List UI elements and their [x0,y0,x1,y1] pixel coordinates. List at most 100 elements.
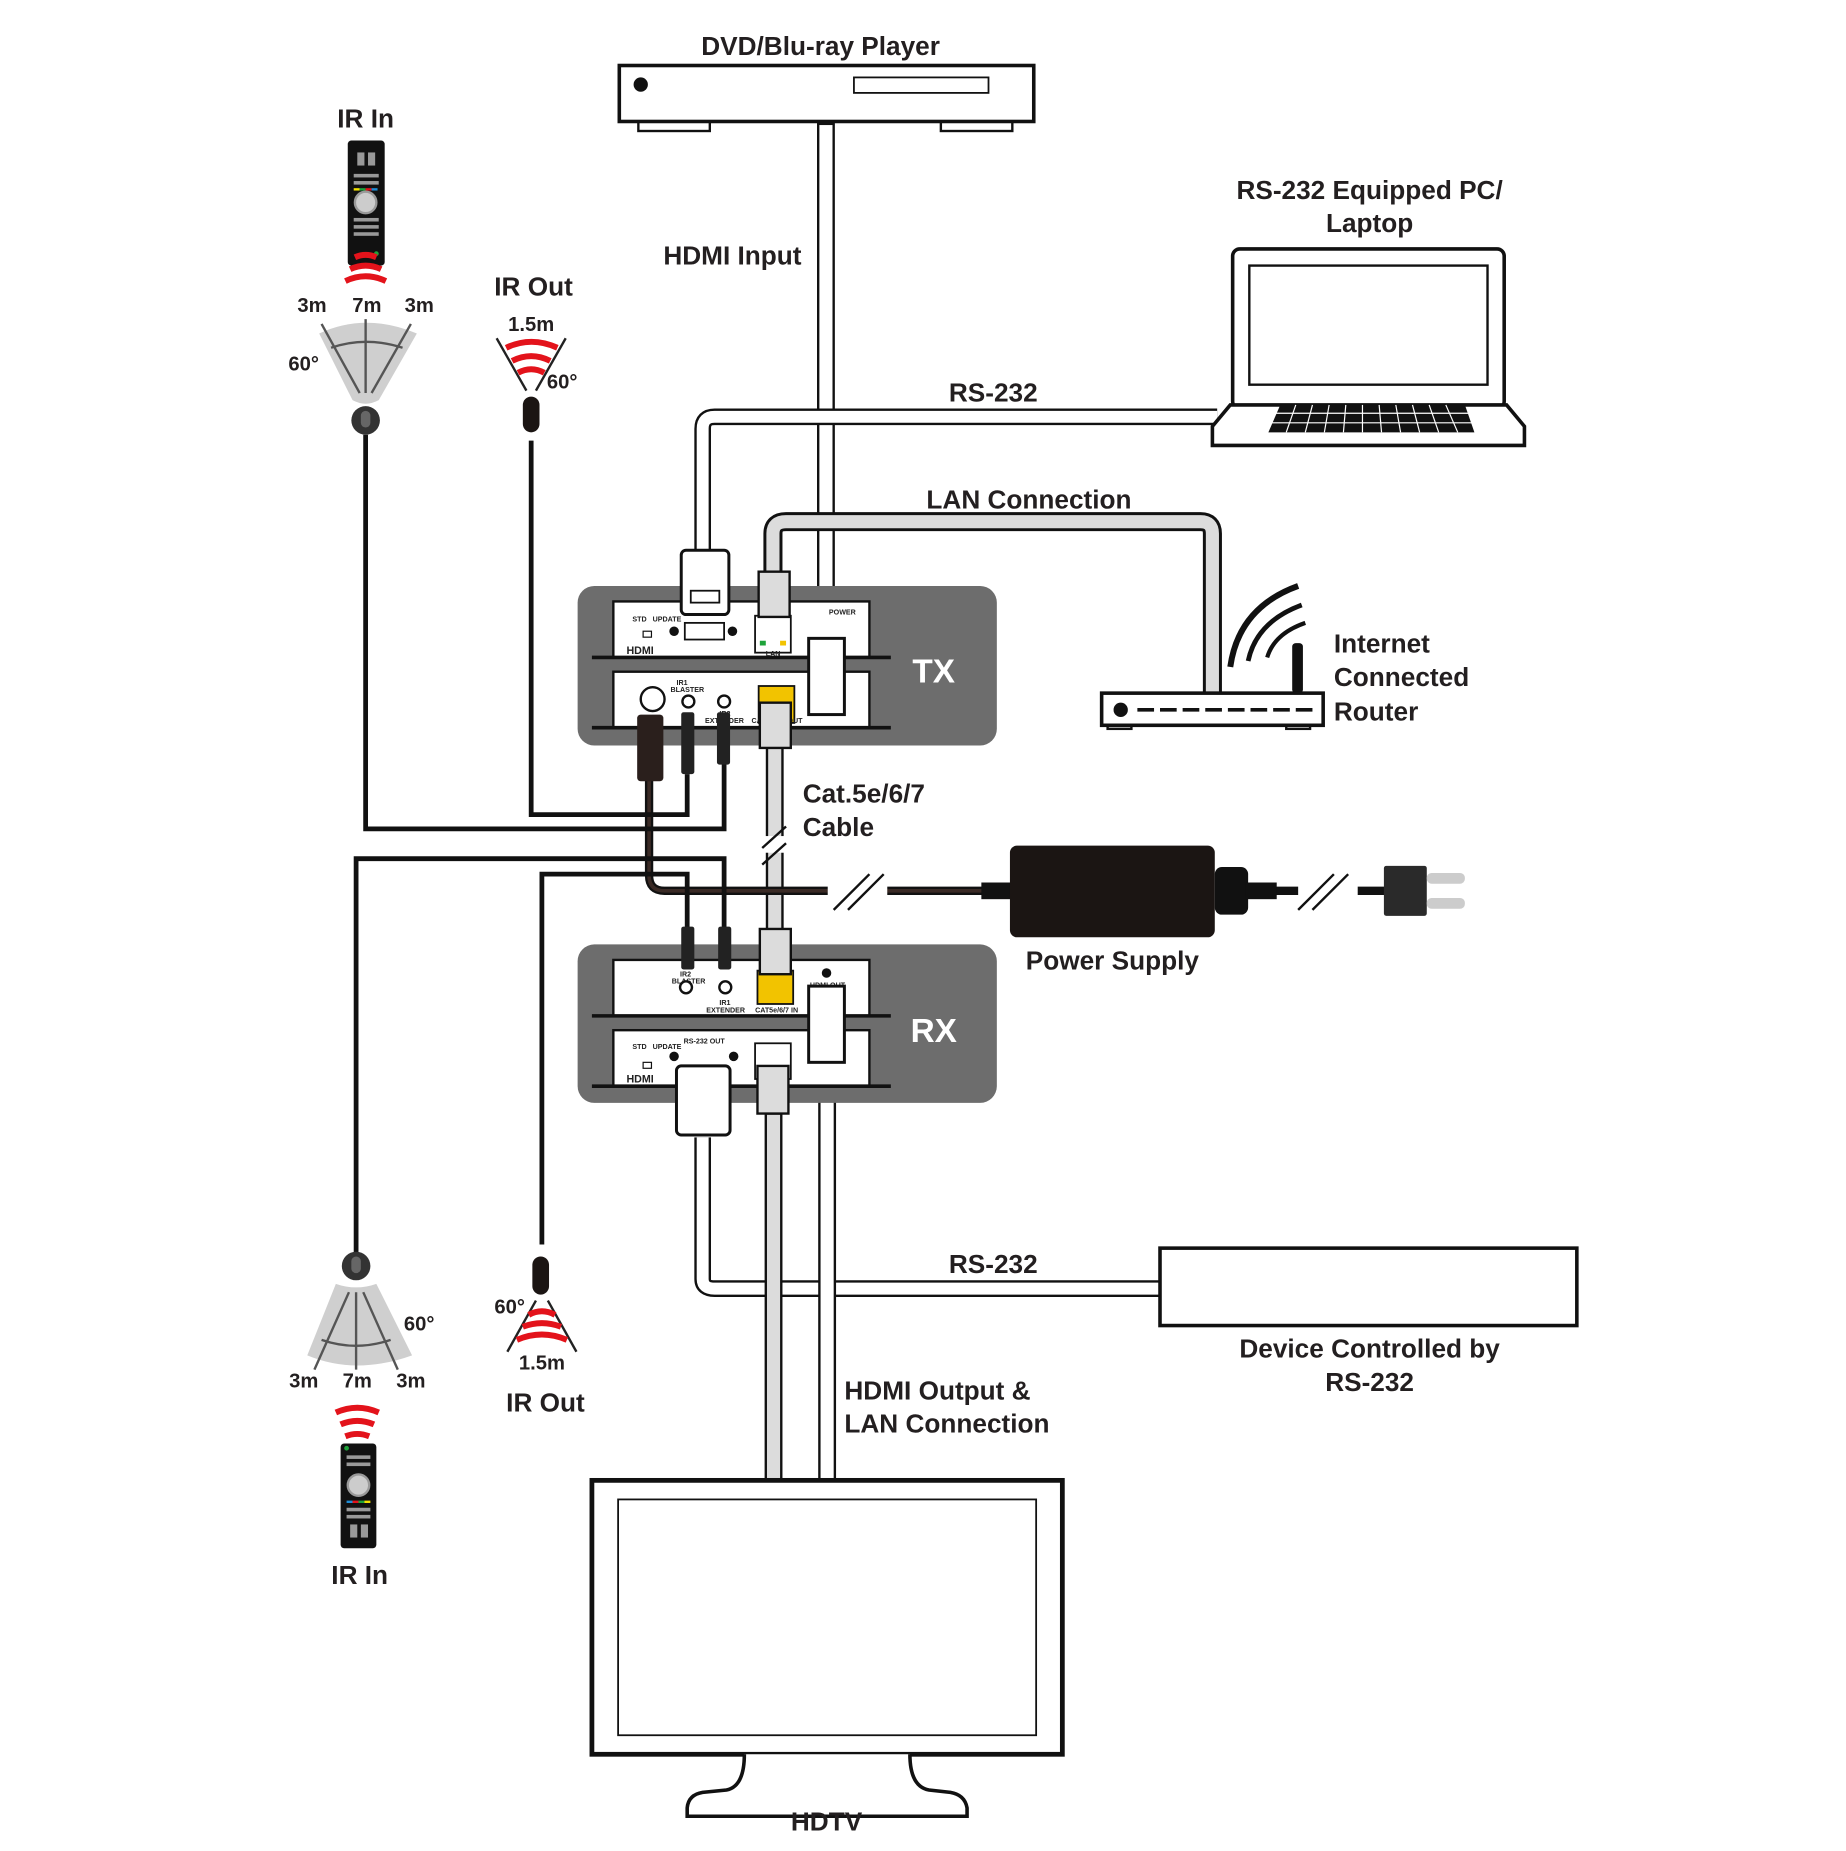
power-plug-icon [637,714,664,782]
tx-connectors [637,548,846,782]
rx-connectors [674,926,846,1137]
ir-range-left: 3m [297,295,326,317]
blaster-label: BLASTER [671,686,705,694]
ir-range-center: 7m [352,295,381,317]
ir-out-angle: 60° [547,371,578,393]
hdmi-output-cables [764,1070,837,1482]
ir-range-left: 3m [289,1370,318,1392]
ir-in-label-top: IR In [337,103,394,133]
ir-out-angle: 60° [494,1297,525,1319]
cat-in-port[interactable] [756,969,795,1005]
wifi-signal-icon [1227,583,1300,668]
power-adapter-icon [1009,845,1215,938]
hdtv-label: HDTV [791,1807,863,1837]
ir-range-right: 3m [405,295,434,317]
power-button-icon [633,77,648,92]
hdmi-logo: HDMI [626,645,653,657]
ir-extender-port[interactable] [716,694,732,709]
rs232-port[interactable] [683,621,726,641]
tv-stand [685,1754,969,1819]
rs232-out-label: RS-232 OUT [684,1037,726,1045]
rx-std-label: STD [632,1043,646,1051]
lan-connection-label: LAN Connection [926,485,1131,515]
hdmi-plug-icon [807,636,846,717]
ir-bottom-group: 60° 3m 7m 3m IR In 60° 1.5m IR Out [289,1251,585,1590]
ir-out-label-bottom: IR Out [506,1387,585,1417]
hdmi-input-label: HDMI Input [663,240,801,270]
ir-signal-icon [334,1404,380,1440]
ir-in-label-bottom: IR In [331,1560,388,1590]
hdtv [589,1477,1065,1819]
lan-cable [763,512,1222,694]
ir-emit-signal-icon [515,1308,569,1343]
rs232-device-label: Device Controlled by [1239,1334,1500,1364]
db9-plug-icon [679,548,731,617]
tx-label: TX [912,653,955,690]
ir-out-label-top: IR Out [494,271,573,301]
remote-control-icon [347,140,385,266]
power-supply-label: Power Supply [1026,945,1200,975]
ir-range-center: 7m [343,1370,372,1392]
pc-label-line2: Laptop [1326,208,1413,238]
lan-port[interactable] [754,614,792,654]
ir-out-range: 1.5m [519,1353,565,1375]
ir-emit-signal-icon [504,338,559,376]
hdmi-output-label-line2: LAN Connection [844,1409,1049,1439]
std-update-switch[interactable] [642,630,653,638]
hdmi-output-label: HDMI Output & [844,1375,1030,1405]
power-port[interactable] [639,685,666,713]
lan-port-label: LAN [766,650,781,658]
rx-ir2-label: IR2 [680,971,691,979]
router-label-1: Internet [1334,629,1430,659]
dvd-player [617,63,1036,133]
rs232-bottom-label: RS-232 [949,1249,1038,1279]
rx-std-update-switch[interactable] [642,1061,653,1069]
ir-in-angle: 60° [404,1313,435,1335]
dvd-player-label: DVD/Blu-ray Player [701,31,940,61]
ir-out-range: 1.5m [508,314,554,336]
rx-ir-blaster-port[interactable] [678,980,694,995]
update-label: UPDATE [653,616,682,624]
hdmi-input-cable [817,122,835,650]
remote-control-icon [340,1443,377,1549]
ir-blaster-icon [522,396,540,433]
ir-receive-cone [319,322,417,404]
rx-extender-label: EXTENDER [706,1006,745,1014]
rx-update-label: UPDATE [653,1043,682,1051]
ir-signal-icon [344,251,388,284]
ir-wires-bottom [353,856,727,1253]
ir-blaster-icon [532,1256,550,1295]
disc-tray-icon [853,76,990,94]
rj45-plug-icon [757,570,791,619]
power-port-label: POWER [829,609,856,617]
ir-in-angle: 60° [288,353,319,375]
laptop [1210,247,1527,448]
rs232-top-label: RS-232 [949,377,1038,407]
rx-ir-extender-port[interactable] [718,980,733,995]
std-label: STD [632,616,646,624]
pc-label: RS-232 Equipped PC/ [1236,175,1503,205]
router-label-2: Connected [1334,662,1469,692]
ir-range-right: 3m [396,1370,425,1392]
ir1-label: IR1 [676,679,687,687]
keyboard-icon [1268,404,1475,433]
cat-cable [757,743,794,937]
cat-in-label: CAT5e/6/7 IN [755,1006,798,1014]
rs232-top-cable [694,408,1218,560]
power-supply [981,845,1465,938]
ir-blaster-port[interactable] [681,694,696,709]
router-label-3: Router [1334,697,1418,727]
ir-top-group: IR In 3m 7m 3m 60° IR Out 1.5m [288,103,578,435]
rs232-device-label-line2: RS-232 [1325,1367,1414,1397]
rx-hdmi-logo: HDMI [626,1074,653,1086]
cat-cable-label-line2: Cable [803,812,874,842]
ir-wires-top [363,434,727,832]
rs232-bottom-cable [694,1137,1162,1297]
antenna-icon [1292,643,1303,694]
wall-plug-icon [1383,865,1427,916]
rx-ir1-label: IR1 [719,999,730,1007]
rx-label: RX [911,1013,957,1050]
router [1099,583,1325,731]
